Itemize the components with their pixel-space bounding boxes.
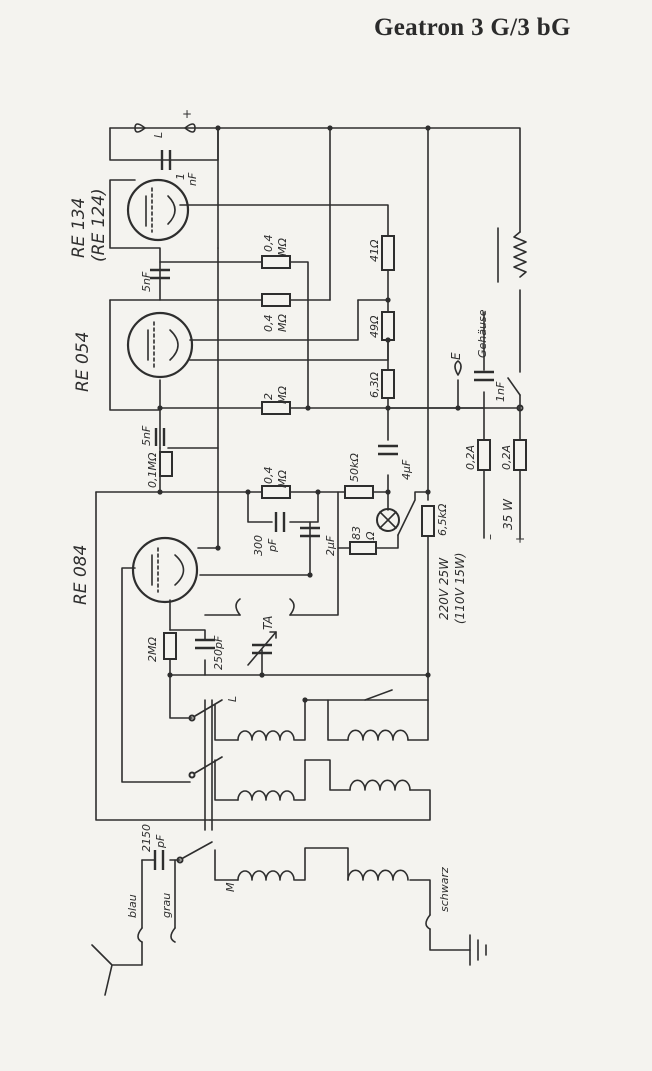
c-2150-label: 2150 <box>140 824 153 852</box>
r-04b-unit: MΩ <box>276 314 289 332</box>
tube-re134 <box>126 178 190 242</box>
pilot-lamp <box>376 508 400 532</box>
labels: RE 134 (RE 124) RE 054 RE 084 1 nF 5nF 5… <box>69 107 527 918</box>
r-41-label: 41Ω <box>368 239 381 262</box>
c-5nf-b-label: 5nF <box>140 425 153 446</box>
r-63-label: 6,3Ω <box>368 372 381 398</box>
resistors <box>159 235 527 660</box>
plus-bottom-label: + <box>513 534 527 544</box>
c-2uf-label: 2μF <box>324 535 337 556</box>
r-83-unit: Ω <box>364 531 377 541</box>
coils <box>237 227 527 881</box>
r-2mb-label: 2MΩ <box>146 637 159 662</box>
l-switch-label: L <box>226 696 239 702</box>
tube-re134-label: RE 134 <box>69 198 89 258</box>
tube-re084-label: RE 084 <box>71 545 91 605</box>
r-04c-unit: MΩ <box>276 470 289 488</box>
r-04b-label: 0,4 <box>262 315 275 333</box>
diagram-title: Geatron 3 G/3 bG <box>374 14 571 41</box>
grau-label: grau <box>160 893 173 918</box>
c-5nf-a-label: 5nF <box>140 271 153 292</box>
r-65k-label: 6,5kΩ <box>436 503 449 536</box>
c-1nf-unit: nF <box>186 172 199 186</box>
r-50k-label: 50kΩ <box>348 453 361 482</box>
lamp-alt-label: (110V 15W) <box>453 553 467 624</box>
r-2m-unit: MΩ <box>276 386 289 404</box>
r-83-label: 83 <box>350 526 363 540</box>
m-label: M <box>224 882 237 892</box>
plus-top-label: + <box>182 107 192 121</box>
lamp-label: 220V 25W <box>437 557 451 620</box>
minus-label: – <box>483 534 497 540</box>
c-300pf-unit: pF <box>266 538 279 553</box>
fuse-a-label: 0,2A <box>464 445 477 470</box>
w35-label: 35 W <box>501 498 515 530</box>
fuse-b-label: 0,2A <box>500 445 513 470</box>
plugs <box>91 123 487 996</box>
e-label: E <box>449 352 463 360</box>
r-01m-label: 0,1MΩ <box>146 452 159 488</box>
r-2m-label: 2 <box>262 393 275 400</box>
tube-re054 <box>126 311 194 379</box>
r-49-label: 49Ω <box>368 315 381 338</box>
gehause-label: Gehäuse <box>476 309 489 358</box>
tube-re084 <box>131 536 199 604</box>
l-top-label: L <box>152 132 165 138</box>
switches <box>176 377 524 864</box>
c-1nf-right-label: 1nF <box>494 381 507 402</box>
c-4uf-label: 4μF <box>400 459 413 480</box>
r-04c-label: 0,4 <box>262 467 275 485</box>
r-04a-unit: MΩ <box>276 238 289 256</box>
r-04a-label: 0,4 <box>262 235 275 253</box>
capacitors <box>150 150 494 870</box>
c-1nf-label: 1 <box>174 173 187 180</box>
c-250pf-label: 250pF <box>212 635 225 670</box>
c-2150-unit: pF <box>154 834 167 849</box>
ta-label: TA <box>261 616 275 630</box>
tube-re054-label: RE 054 <box>73 332 93 392</box>
schwarz-label: schwarz <box>438 867 451 912</box>
c-300pf-label: 300 <box>252 535 265 556</box>
blau-label: blau <box>126 894 139 918</box>
tube-re124-label: (RE 124) <box>89 188 109 262</box>
junction-dots <box>157 125 461 703</box>
